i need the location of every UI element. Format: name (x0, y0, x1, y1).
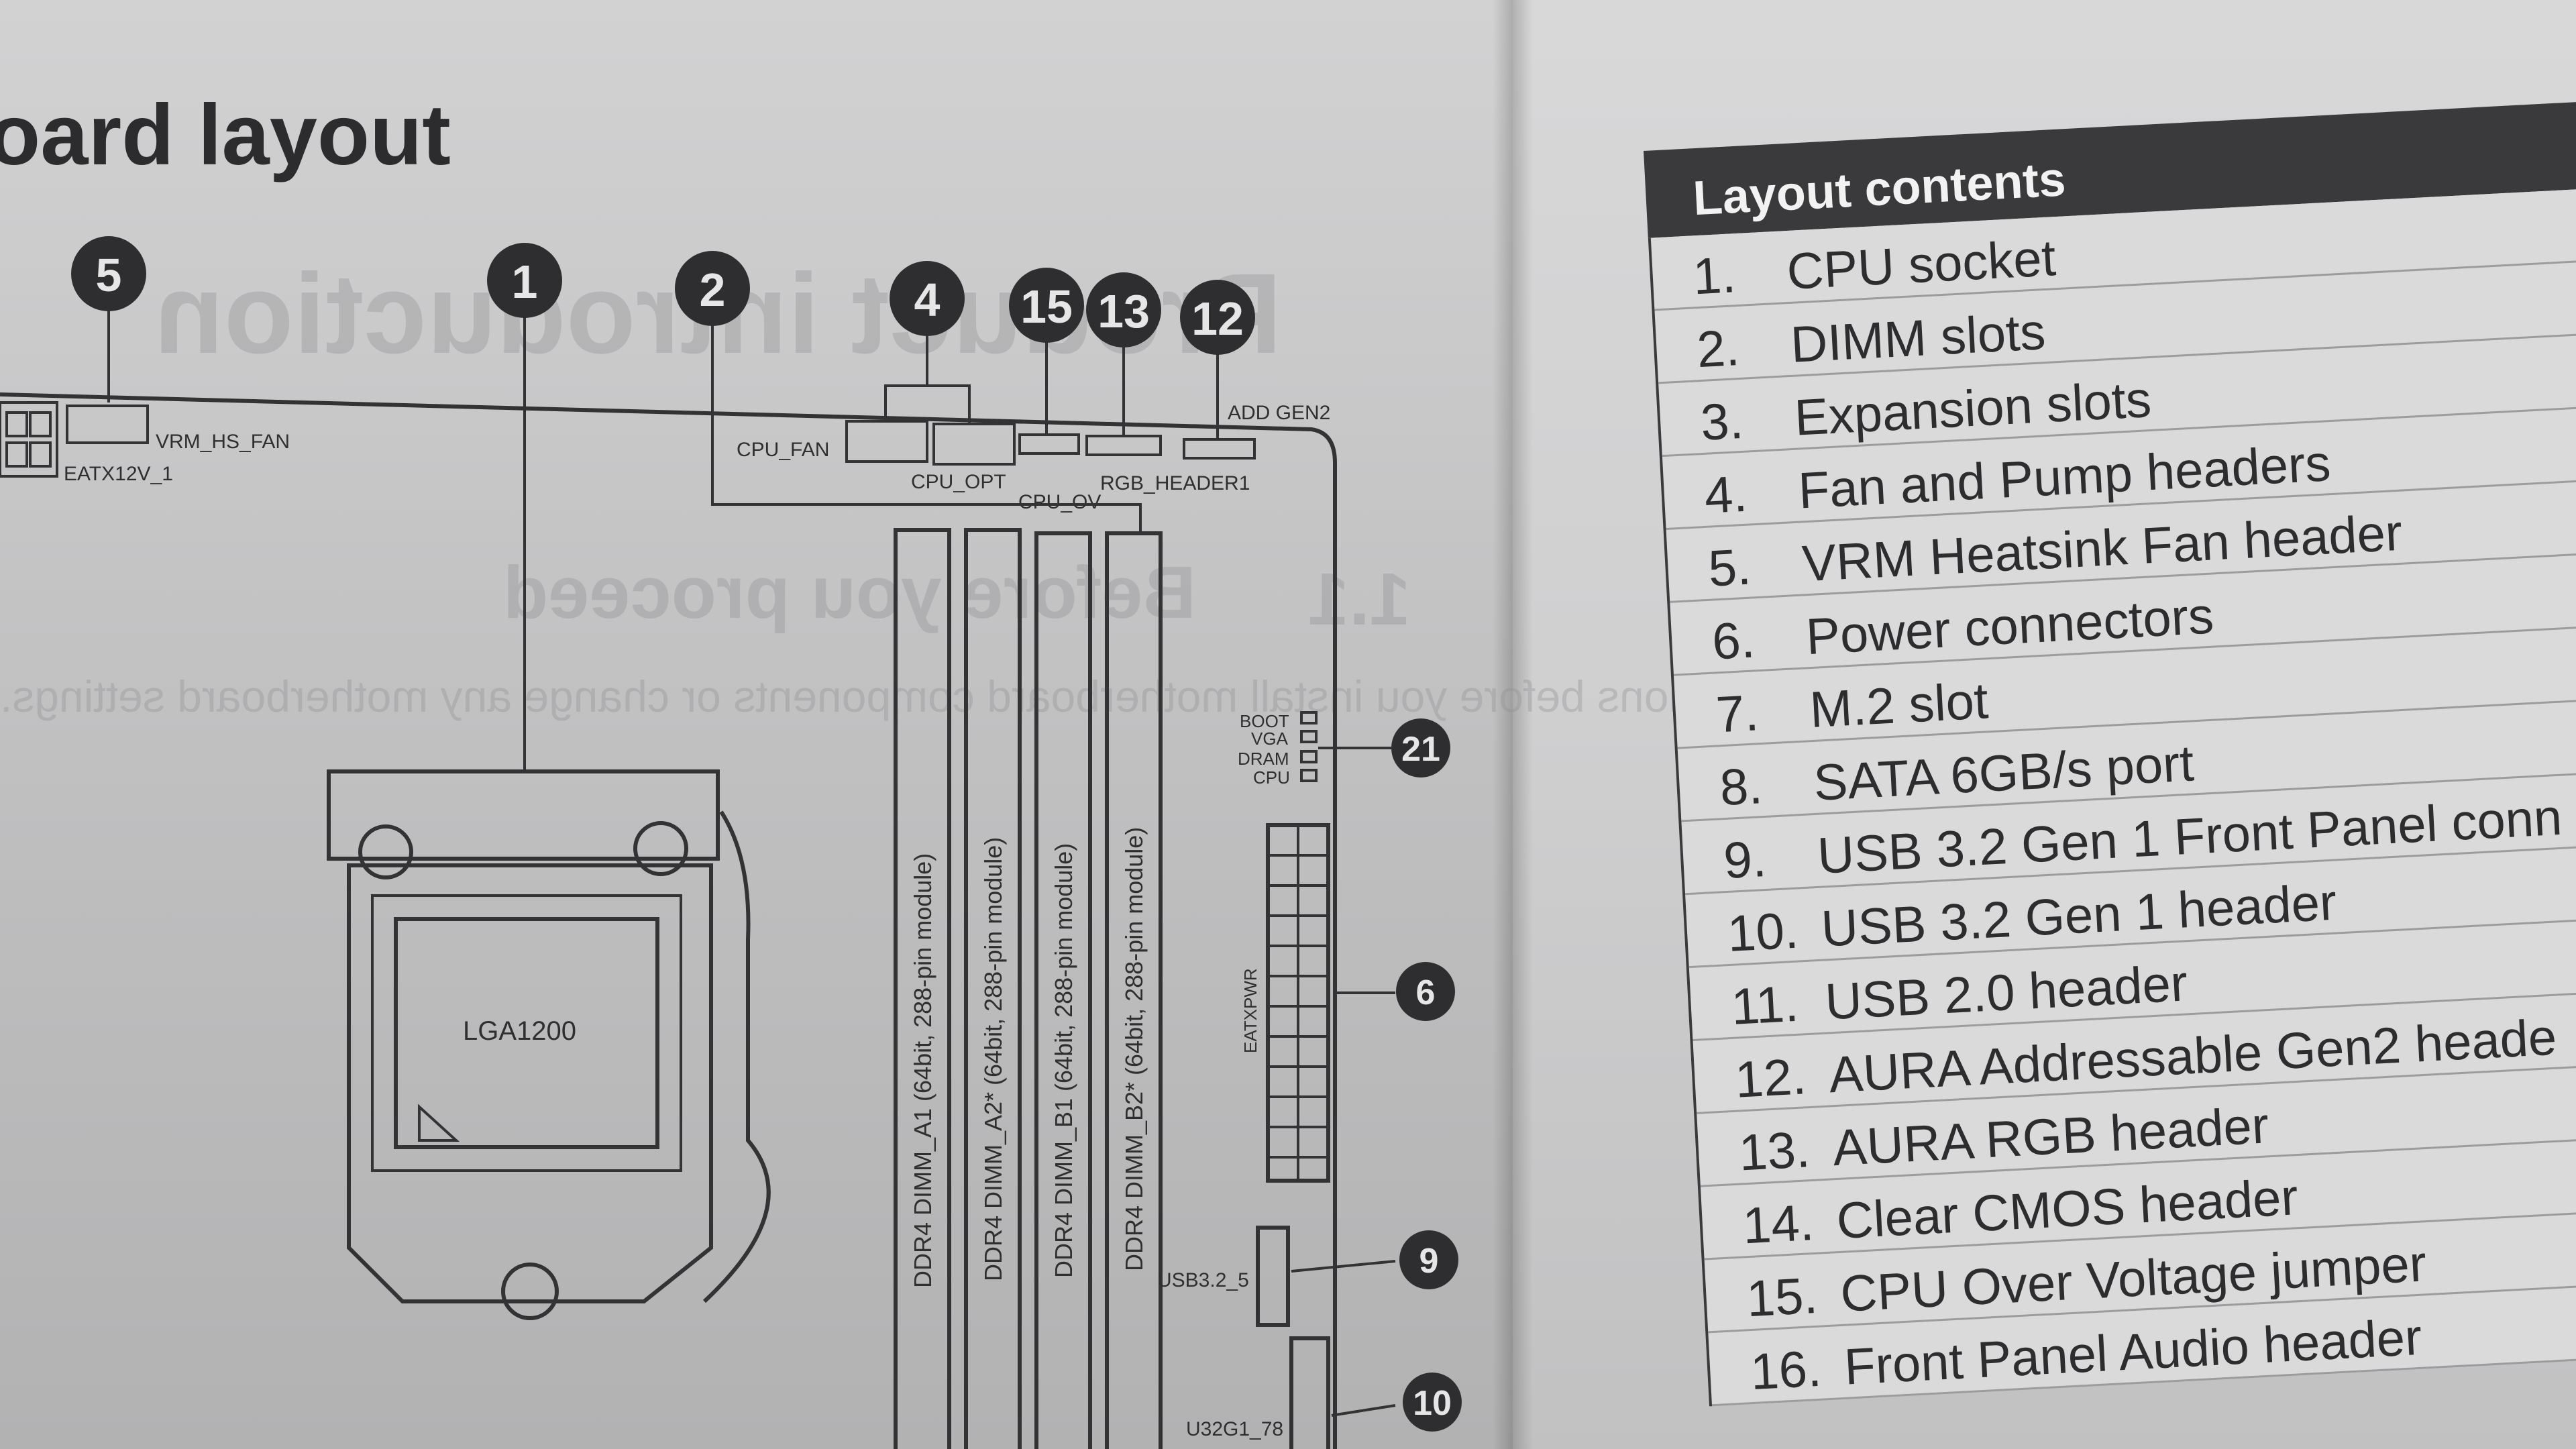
callout-10: 10 (1403, 1373, 1462, 1432)
lga1200-socket (394, 917, 659, 1149)
svg-text:21: 21 (1401, 730, 1440, 769)
motherboard-diagram: VRM_HS_FAN EATX12V_1 CPU_FAN CPU_OPT CPU… (0, 236, 1462, 1449)
page-title: oard layout (0, 87, 451, 183)
socket-screw (501, 1263, 559, 1320)
dimm-slot-a1 (894, 528, 951, 1449)
usb32-label: USB3.2_5 (1157, 1269, 1249, 1291)
callout-12: 12 (1180, 280, 1255, 355)
usb32-front-panel-connector (1256, 1226, 1290, 1327)
table-rows: 1.CPU socket 2.DIMM slots 3.Expansion sl… (1648, 185, 2576, 1407)
addgen2-header (1183, 438, 1256, 460)
svg-text:6: 6 (1416, 973, 1436, 1012)
callout-4: 4 (890, 261, 965, 336)
addgen2-label: ADD GEN2 (1228, 402, 1330, 424)
callout-21: 21 (1391, 718, 1450, 777)
cpu-led-label: CPU (1253, 767, 1290, 788)
cpu-fan-header (845, 420, 928, 463)
svg-text:13: 13 (1097, 285, 1150, 337)
dimm-slot-b2 (1105, 531, 1163, 1449)
eatx12v-label: EATX12V_1 (64, 463, 173, 485)
u32g1-label: U32G1_78 (1186, 1418, 1283, 1440)
svg-text:5: 5 (96, 249, 122, 301)
socket-body (347, 863, 713, 1303)
svg-text:1: 1 (512, 256, 538, 308)
left-page (0, 0, 1513, 1449)
dimm-b2-label: DDR4 DIMM_B2* (64bit, 288-pin module) (1120, 827, 1148, 1271)
boot-led-label: BOOT (1240, 711, 1289, 731)
cpu-fan-label: CPU_FAN (737, 439, 829, 461)
svg-text:10: 10 (1413, 1384, 1452, 1423)
cpu-opt-header (932, 423, 1016, 466)
svg-text:12: 12 (1191, 292, 1244, 345)
callout-1: 1 (487, 243, 562, 318)
dimm-a1-label: DDR4 DIMM_A1 (64bit, 288-pin module) (909, 853, 936, 1288)
eatxpwr-label: EATXPWR (1240, 968, 1260, 1053)
dimm-a2-label: DDR4 DIMM_A2* (64bit, 288-pin module) (979, 837, 1007, 1281)
board-edge (0, 392, 1337, 1449)
svg-text:2: 2 (700, 264, 726, 316)
svg-text:4: 4 (914, 274, 941, 326)
cpu-opt-label: CPU_OPT (911, 471, 1006, 493)
socket-lever (702, 810, 771, 1303)
callout-13: 13 (1086, 272, 1161, 347)
svg-text:9: 9 (1419, 1242, 1439, 1281)
socket-label: LGA1200 (463, 1016, 576, 1046)
callout-6: 6 (1396, 962, 1455, 1021)
u32g1-header (1289, 1336, 1330, 1449)
dimm-slot-b1 (1034, 531, 1092, 1449)
cpu-ov-jumper (1018, 433, 1080, 455)
dimm-b1-label: DDR4 DIMM_B1 (64bit, 288-pin module) (1050, 843, 1077, 1278)
eatx12v-connector (0, 401, 58, 478)
vrm-fan-label: VRM_HS_FAN (156, 431, 290, 453)
svg-text:15: 15 (1020, 280, 1073, 333)
vrm-fan-header (66, 405, 149, 444)
cpu-ov-label: CPU_OV (1018, 491, 1101, 513)
book-gutter (1493, 0, 1533, 1449)
layout-contents-table: Layout contents 1.CPU socket 2.DIMM slot… (1644, 98, 2576, 1407)
dimm-slot-a2 (964, 528, 1022, 1449)
callout-2: 2 (675, 251, 750, 326)
rgb-header (1085, 435, 1162, 456)
dram-led-label: DRAM (1238, 749, 1289, 769)
socket-bracket (327, 769, 720, 861)
vga-led-label: VGA (1251, 729, 1289, 749)
callout-5: 5 (71, 236, 146, 311)
callout-15: 15 (1009, 268, 1084, 343)
callout-9: 9 (1399, 1230, 1458, 1289)
rgb-header-label: RGB_HEADER1 (1100, 472, 1250, 494)
